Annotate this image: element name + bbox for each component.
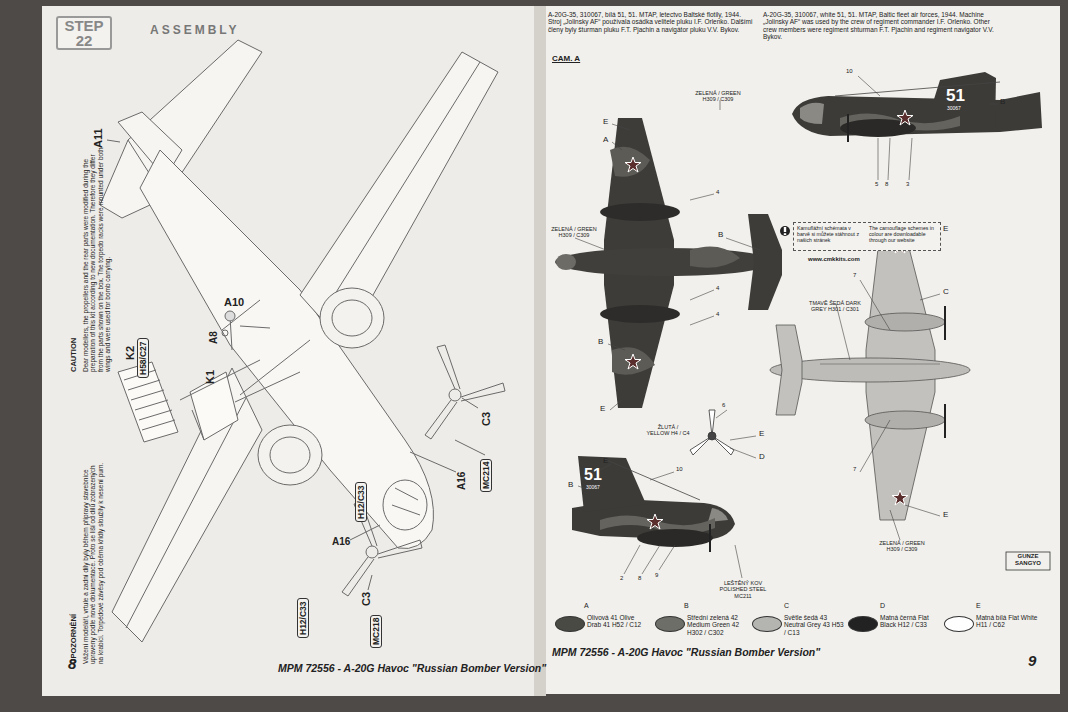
callout-label: MPM 72556 - A-20G Havoc "Russian Bomber … [552,646,820,658]
callout-label: 5 [875,181,878,188]
callout-label: A16 [456,472,468,490]
callout-label: 30067 [586,485,600,491]
callout-label: 30067 [947,106,961,112]
callout-label: GUNZE SANGYO [1007,553,1049,567]
callout-label: B [568,480,573,489]
callout-label: E [976,602,981,610]
callout-label: ZELENÁ / GREEN H309 / C309 [692,90,744,103]
callout-label: 4 [716,311,719,318]
callout-label: 10 [846,68,853,75]
callout-label: A11 [92,128,105,148]
callout-label: 4 [716,189,719,196]
callout-label: Dear modellers, the propellers and the r… [82,147,112,372]
callout-label: LEŠTĚNÝ KOV POLISHED STEEL MC211 [716,580,770,599]
callout-label: 51 [946,86,965,106]
callout-label: Vážení modeláři, vrtule a zadní díly byl… [82,459,104,664]
box-text: H12/C33 [356,485,366,519]
callout-label: C3 [360,592,373,606]
callout-label: K1 [204,370,217,384]
legend-text: Světle šedá 43 Neutral Grey 43 H53 / C13 [784,614,846,636]
callout-label: E [943,510,948,519]
color-swatch [848,616,878,632]
color-swatch [752,616,782,632]
label-box: H12/C33 [355,482,367,522]
box-text: MC214 [481,462,491,489]
callout-label: MPM 72556 - A-20G Havoc "Russian Bomber … [278,662,546,674]
color-swatch [944,616,974,632]
box-text: MC218 [371,618,381,645]
callout-label: 8 [885,181,888,188]
callout-label: ZELENÁ / GREEN H309 / C309 [876,540,928,553]
label-box: MC218 [370,615,382,648]
legend-text: Střední zelená 42 Medium Green 42 H302 /… [687,614,749,636]
callout-label: 10 [676,466,683,473]
label-box: Kamuflážní schémata v barvě si můžete st… [793,222,941,251]
callout-label: ŽLUTÁ / YELLOW H4 / C4 [646,424,690,437]
callout-label: C3 [480,412,493,426]
callout-label: A [584,602,589,610]
callout-label: CAM. A [552,54,580,63]
callout-label: 7 [853,466,856,473]
callout-label: 9 [655,572,658,579]
callout-label: www.cmkkits.com [808,256,860,263]
callout-label: E [603,117,608,126]
box-text: The camouflage schemes in colour are dow… [869,225,937,248]
callout-label: B [718,230,723,239]
callout-label: ZELENÁ / GREEN H309 / C309 [549,226,599,239]
callout-label: 4 [716,285,719,292]
legend-text: Matná černá Flat Black H12 / C33 [880,614,942,629]
callout-label: A16 [332,536,350,548]
legend-text: Olivová 41 Olive Drab 41 H52 / C12 [587,614,649,629]
callout-label: A-20G-35, 310067, white 51, 51. MTAP, Ba… [763,11,995,41]
label-box: H12/C33 [297,598,309,638]
callout-label: E [943,224,948,233]
callout-label: A [603,135,608,144]
callout-label: ASSEMBLY [150,24,240,38]
box-text: STEP 22 [64,17,103,49]
callout-label: B [684,602,689,610]
callout-label: A10 [224,296,244,309]
callout-label: TMAVĚ ŠEDÁ DARK GREY H301 / C301 [806,300,864,313]
callout-label: 2 [620,575,623,582]
callout-label: E [603,456,608,465]
callout-label: C [943,287,949,296]
label-box: H58/C27 [137,338,149,378]
callout-label: C [784,602,789,610]
label-box: MC214 [480,459,492,492]
callout-label: 7 [853,272,856,279]
callout-label: 51 [584,466,602,484]
callout-label: B [1000,97,1005,106]
label-box: STEP 22 [56,16,112,50]
callout-label: B [598,337,603,346]
callout-label: A8 [208,331,220,344]
callout-label: 9 [1028,652,1036,669]
callout-label: E [600,404,605,413]
callout-label: D [759,452,765,461]
callout-label: A-20G-35, 310067, bílá 51, 51. MTAP, let… [548,11,753,33]
color-swatch [655,616,685,632]
callout-label: 3 [906,181,909,188]
callout-label: 6 [722,402,725,409]
callout-label: 8 [68,655,76,672]
callout-label: CAUTION [70,338,79,372]
callout-label: K2 [124,346,137,360]
box-text: H12/C33 [298,601,308,635]
legend-text: Matná bílá Flat White H11 / C62 [976,614,1038,629]
color-swatch [555,616,585,632]
box-text: Kamuflážní schémata v barvě si můžete st… [797,225,865,248]
callout-label: D [880,602,885,610]
box-text: H58/C27 [138,341,148,375]
callout-label: E [759,429,764,438]
callout-label: 8 [638,575,641,582]
